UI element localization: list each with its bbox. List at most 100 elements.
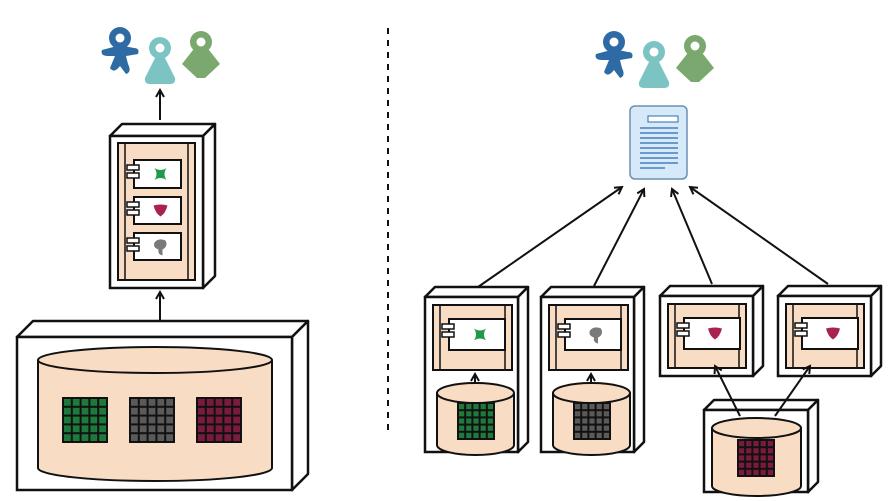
grid-cell — [767, 448, 773, 454]
grid-cell — [90, 407, 98, 415]
service-blob-icon — [589, 327, 602, 344]
grid-cell — [739, 441, 745, 447]
grid-cell — [166, 416, 173, 424]
user-body — [101, 46, 139, 74]
grid-cell — [64, 399, 71, 406]
user-icon — [595, 31, 633, 78]
component-port — [126, 237, 140, 244]
box-side-face — [806, 398, 820, 494]
user-head-hole — [649, 47, 659, 57]
user-head-hole — [115, 33, 125, 43]
box-top-face — [539, 285, 646, 299]
grid-cell — [131, 416, 138, 424]
grid-cell — [487, 404, 493, 410]
grid-cell — [72, 399, 80, 406]
grid-cell — [739, 448, 745, 454]
component-port — [441, 323, 455, 330]
database-top — [711, 417, 802, 439]
grid-cell — [746, 462, 752, 468]
grid-cell — [480, 418, 486, 424]
grid-cell — [739, 455, 745, 461]
grid-cell — [487, 425, 493, 431]
grid-cell — [148, 399, 156, 406]
grid-cell — [746, 455, 752, 461]
component-port — [794, 322, 808, 329]
component-body — [801, 317, 859, 350]
grid-cell — [215, 416, 223, 424]
grid-cell — [90, 416, 98, 424]
grid-cell — [473, 411, 479, 417]
grid-cell — [596, 411, 602, 417]
grid-cell — [603, 418, 609, 424]
microservice-server — [423, 285, 530, 456]
grid-cell — [487, 411, 493, 417]
grid-cell — [473, 425, 479, 431]
grid-cell — [157, 434, 165, 441]
grid-cell — [224, 434, 232, 441]
user-icon — [676, 35, 714, 82]
grid-cell — [582, 404, 588, 410]
grid-cell — [157, 416, 165, 424]
microservice-server — [776, 284, 883, 378]
grid-cell — [198, 407, 205, 415]
grid-cell — [575, 418, 581, 424]
grid-cell — [81, 416, 89, 424]
grid-cell — [198, 425, 205, 433]
grid-cell — [131, 434, 138, 441]
grid-cell — [459, 425, 465, 431]
database-top — [436, 382, 515, 404]
grid-cell — [473, 418, 479, 424]
microservice-server — [539, 285, 646, 456]
grid-cell — [596, 404, 602, 410]
grid-cell — [487, 432, 493, 438]
document-icon — [629, 105, 688, 180]
user-head-hole — [196, 37, 206, 47]
grid-cell — [157, 425, 165, 433]
grid-cell — [81, 425, 89, 433]
grid-cell — [466, 404, 472, 410]
grid-cell — [575, 411, 581, 417]
grid-cell — [131, 407, 138, 415]
database-top — [37, 346, 273, 374]
grid-cell — [131, 399, 138, 406]
arrow — [774, 366, 810, 417]
box-side-face — [751, 284, 765, 378]
grid-cell — [582, 432, 588, 438]
grid-cell — [224, 407, 232, 415]
grid-cell — [760, 448, 766, 454]
grid-cell — [480, 425, 486, 431]
user-head-hole — [609, 37, 619, 47]
data-grid — [457, 402, 495, 440]
grid-cell — [157, 407, 165, 415]
box-top-face — [423, 285, 530, 299]
grid-cell — [596, 425, 602, 431]
component-port — [794, 330, 808, 337]
service-x-icon — [474, 328, 486, 341]
grid-cell — [148, 407, 156, 415]
box-side-face — [632, 285, 646, 454]
component-icon — [676, 317, 741, 350]
user-head-hole — [155, 43, 165, 53]
grid-cell — [760, 441, 766, 447]
database-top — [552, 382, 631, 404]
grid-cell — [206, 399, 214, 406]
grid-cell — [582, 411, 588, 417]
grid-cell — [589, 432, 595, 438]
component-port — [126, 164, 140, 171]
user-icon — [638, 41, 670, 88]
grid-cell — [81, 434, 89, 441]
component-port — [557, 331, 571, 338]
monolith-database-server — [15, 319, 310, 492]
box-side-face — [201, 122, 217, 290]
grid-cell — [589, 411, 595, 417]
grid-cell — [473, 432, 479, 438]
grid-cell — [148, 416, 156, 424]
grid-cell — [64, 416, 71, 424]
grid-cell — [99, 434, 106, 441]
grid-cell — [760, 469, 766, 475]
component-port — [676, 330, 690, 337]
grid-cell — [99, 416, 106, 424]
grid-cell — [459, 404, 465, 410]
grid-cell — [215, 425, 223, 433]
component-port — [126, 172, 140, 179]
